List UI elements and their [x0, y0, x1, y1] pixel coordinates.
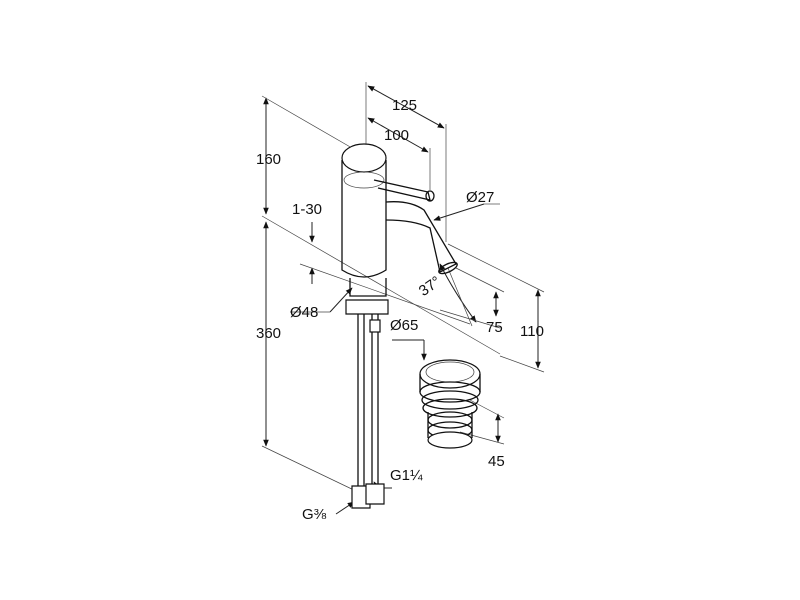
dim-160: 160 [256, 151, 281, 168]
dim-100: 100 [384, 127, 409, 144]
dim-110: 110 [520, 323, 544, 340]
dim-125: 125 [392, 97, 417, 114]
dim-diameter-48: Ø48 [290, 304, 318, 321]
dim-diameter-27: Ø27 [466, 189, 494, 206]
dim-75: 75 [486, 319, 503, 336]
dim-45: 45 [488, 453, 505, 470]
dim-diameter-65: Ø65 [390, 317, 418, 334]
dim-360: 360 [256, 325, 281, 342]
thread-g1-quarter: G1¼ [390, 467, 423, 484]
faucet-body [341, 143, 458, 278]
dim-1-30: 1-30 [292, 201, 322, 218]
thread-g3-8: G⅜ [302, 506, 327, 523]
dimension-lines [261, 82, 545, 515]
base-and-hoses [345, 278, 389, 509]
waste-valve [419, 359, 481, 449]
dimension-labels: 125 100 160 1-30 Ø27 37° Ø48 Ø65 75 110 … [256, 97, 544, 523]
dim-angle-37: 37° [416, 273, 444, 300]
